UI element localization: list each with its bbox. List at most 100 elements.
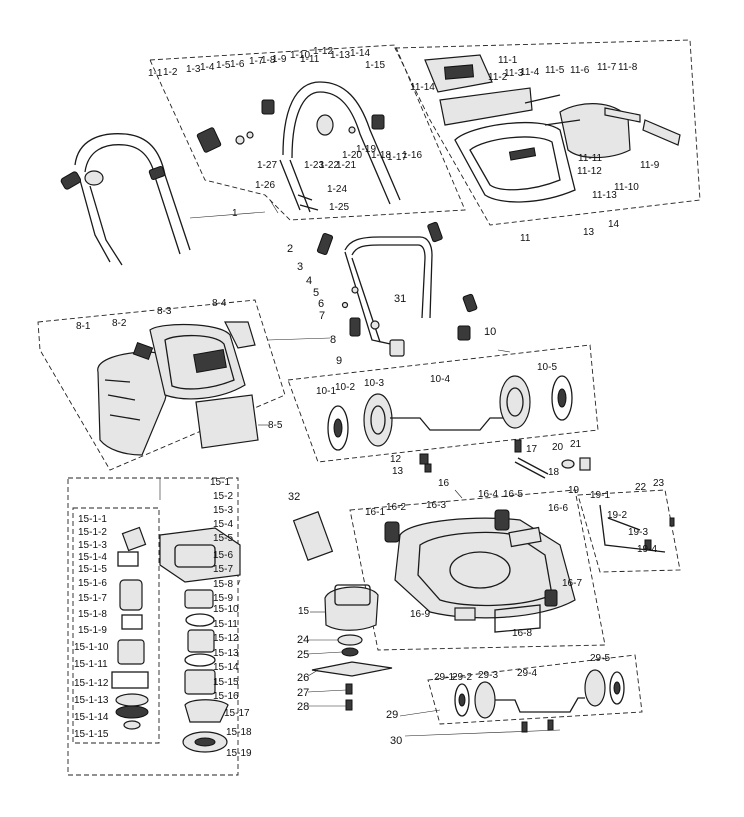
label-15-5: 15-5 xyxy=(213,533,233,544)
label-11-8: 11-8 xyxy=(618,62,638,73)
label-11-14: 11-14 xyxy=(410,82,435,93)
label-1-13: 1-13 xyxy=(330,50,350,61)
front-wheel-group-box xyxy=(427,654,643,725)
label-16-7: 16-7 xyxy=(562,578,582,589)
label-1-5: 1-5 xyxy=(216,60,231,71)
handle-group-box xyxy=(149,44,466,221)
label-21: 21 xyxy=(570,439,582,450)
label-9: 9 xyxy=(336,355,342,367)
label-10-2: 10-2 xyxy=(335,382,355,393)
front-wheels xyxy=(454,669,625,733)
label-15-16: 15-16 xyxy=(213,691,239,702)
label-27: 27 xyxy=(297,687,309,699)
label-19-2: 19-2 xyxy=(607,510,627,521)
label-19-3: 19-3 xyxy=(628,527,648,538)
label-15-3: 15-3 xyxy=(213,505,233,516)
label-15-10: 15-10 xyxy=(213,604,239,615)
label-1-12: 1-12 xyxy=(313,46,333,57)
label-1-19: 1-19 xyxy=(356,144,376,155)
label-15-top: 15 xyxy=(298,606,310,617)
label-1: 1 xyxy=(232,208,238,219)
label-1-14: 1-14 xyxy=(350,48,370,59)
label-6: 6 xyxy=(318,298,324,310)
label-1-18: 1-18 xyxy=(371,150,391,161)
rear-wheels xyxy=(327,375,573,451)
motor-group-box xyxy=(67,477,239,776)
label-10-3: 10-3 xyxy=(364,378,384,389)
label-16-6: 16-6 xyxy=(548,503,568,514)
label-2: 2 xyxy=(287,243,293,255)
label-15-1-11: 15-1-11 xyxy=(74,659,108,670)
label-16-9: 16-9 xyxy=(410,609,430,620)
label-29-3: 29-3 xyxy=(478,670,498,681)
handle-exploded xyxy=(196,81,401,213)
label-11-4: 11-4 xyxy=(520,67,540,78)
label-1-11: 1-11 xyxy=(300,54,320,65)
label-3: 3 xyxy=(297,261,303,273)
label-15-18: 15-18 xyxy=(226,727,252,738)
handle-assembly xyxy=(60,133,191,266)
label-15-9: 15-9 xyxy=(213,593,233,604)
label-15-1-3: 15-1-3 xyxy=(78,540,107,551)
cover-group-box xyxy=(394,39,701,226)
label-11-12: 11-12 xyxy=(577,166,602,177)
label-15-1-9: 15-1-9 xyxy=(78,625,107,636)
label-16-8: 16-8 xyxy=(512,628,532,639)
label-15-1: 15-1 xyxy=(210,477,230,488)
leader-lines xyxy=(159,349,561,737)
label-29: 29 xyxy=(386,709,398,721)
motor-left-subbox xyxy=(72,507,160,744)
label-1-22: 1-22 xyxy=(319,160,339,171)
label-20: 20 xyxy=(552,442,564,453)
label-11-1: 11-1 xyxy=(498,55,518,66)
label-15-1-4: 15-1-4 xyxy=(78,552,107,563)
lower-handle xyxy=(267,221,478,357)
label-18: 18 xyxy=(548,467,560,478)
label-11-9: 11-9 xyxy=(640,160,660,171)
label-13: 13 xyxy=(392,466,404,477)
label-29-2: 29-2 xyxy=(452,672,472,683)
label-1-20: 1-20 xyxy=(342,150,362,161)
label-1-23: 1-23 xyxy=(304,160,324,171)
label-12: 12 xyxy=(390,454,402,465)
label-1-2: 1-2 xyxy=(163,67,178,78)
label-1-17: 1-17 xyxy=(387,152,407,163)
label-16-1: 16-1 xyxy=(365,507,385,518)
label-7: 7 xyxy=(319,310,325,322)
label-15-2: 15-2 xyxy=(213,491,233,502)
label-1-9: 1-9 xyxy=(272,54,287,65)
label-14: 14 xyxy=(608,219,620,230)
grass-catcher xyxy=(97,321,259,456)
label-15-1-14: 15-1-14 xyxy=(74,712,109,723)
label-11-13: 11-13 xyxy=(592,190,617,201)
label-16: 16 xyxy=(438,478,450,489)
label-30: 30 xyxy=(390,735,402,747)
label-15-1-8: 15-1-8 xyxy=(78,609,107,620)
mower-deck xyxy=(384,509,576,633)
label-1-27: 1-27 xyxy=(257,160,277,171)
label-29-4: 29-4 xyxy=(517,668,537,679)
axle-small-parts xyxy=(419,439,675,527)
label-26: 26 xyxy=(297,672,309,684)
label-4: 4 xyxy=(306,275,312,287)
label-15-1-5: 15-1-5 xyxy=(78,564,107,575)
label-17: 17 xyxy=(526,444,538,455)
label-15-19: 15-19 xyxy=(226,748,252,759)
label-23: 23 xyxy=(653,478,665,489)
label-19-4: 19-4 xyxy=(637,544,657,555)
label-1-16: 1-16 xyxy=(402,150,422,161)
cover-assembly xyxy=(424,54,681,203)
label-1-10: 1-10 xyxy=(290,50,310,61)
label-1-1: 1-1 xyxy=(148,68,163,79)
label-32: 32 xyxy=(288,491,300,503)
label-29-5: 29-5 xyxy=(590,653,610,664)
label-15-1-12: 15-1-12 xyxy=(74,678,109,689)
label-8: 8 xyxy=(330,334,336,346)
label-15-4: 15-4 xyxy=(213,519,233,530)
label-15-14: 15-14 xyxy=(213,662,239,673)
label-15-17: 15-17 xyxy=(224,708,250,719)
label-11-3: 11-3 xyxy=(504,68,524,79)
label-15-1-7: 15-1-7 xyxy=(78,593,107,604)
height-adjust xyxy=(599,504,666,553)
